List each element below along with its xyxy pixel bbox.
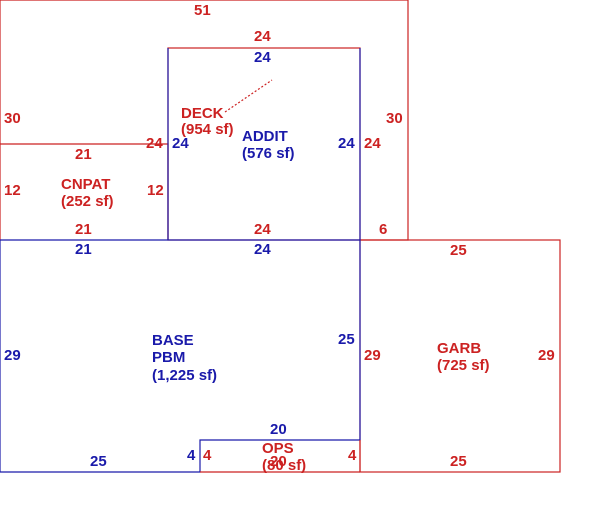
addit-size: (576 sf) [242,145,295,162]
dim-cnpat-left: 12 [4,182,21,199]
dim-addit-top-red: 24 [254,28,271,45]
dim-base-bottom: 25 [90,453,107,470]
dim-base-left: 29 [4,347,21,364]
dim-deck-right: 30 [386,110,403,127]
ops-size: (80 sf) [262,457,306,474]
cnpat-label: CNPAT [61,176,110,193]
dim-ops-right: 4 [348,447,357,464]
dim-garb-bottom: 25 [450,453,467,470]
dim-ops-bottom: 20 [270,453,287,470]
cnpat-size: (252 sf) [61,193,114,210]
dim-base-notch: 4 [187,447,196,464]
garb-label: GARB [437,340,481,357]
dim-garb-left: 29 [364,347,381,364]
dim-cnpat-bottom: 21 [75,221,92,238]
dim-deck-top: 51 [194,2,211,19]
dim-addit-left-blue: 24 [172,135,189,152]
dim-cnpat-top: 21 [75,146,92,163]
garb-size: (725 sf) [437,357,490,374]
dim-ops-left: 4 [203,447,212,464]
dim-base-right: 25 [338,331,355,348]
addit-label: ADDIT [242,128,288,145]
dim-garb-right: 29 [538,347,555,364]
blue-outlines [0,48,361,473]
dim-deck-left: 30 [4,110,21,127]
deck-size: (954 sf) [181,121,234,138]
dim-addit-bottom-blue: 24 [254,241,271,258]
dim-deck-bottom-right: 6 [379,221,387,238]
dim-base-top: 21 [75,241,92,258]
ops-outline [200,440,361,473]
base-label-2: PBM [152,349,185,366]
base-size: (1,225 sf) [152,367,217,384]
dim-cnpat-right: 12 [147,182,164,199]
dim-addit-right-red: 24 [364,135,381,152]
base-label: BASE [152,332,194,349]
dim-addit-bottom-red: 24 [254,221,271,238]
dim-ops-top: 20 [270,421,287,438]
dim-addit-left-red: 24 [146,135,163,152]
deck-label: DECK [181,105,224,122]
deck-leader-line [224,79,273,113]
dim-addit-top-blue: 24 [254,49,271,66]
dim-addit-right-blue: 24 [338,135,355,152]
ops-label: OPS [262,440,294,457]
dim-garb-top: 25 [450,242,467,259]
